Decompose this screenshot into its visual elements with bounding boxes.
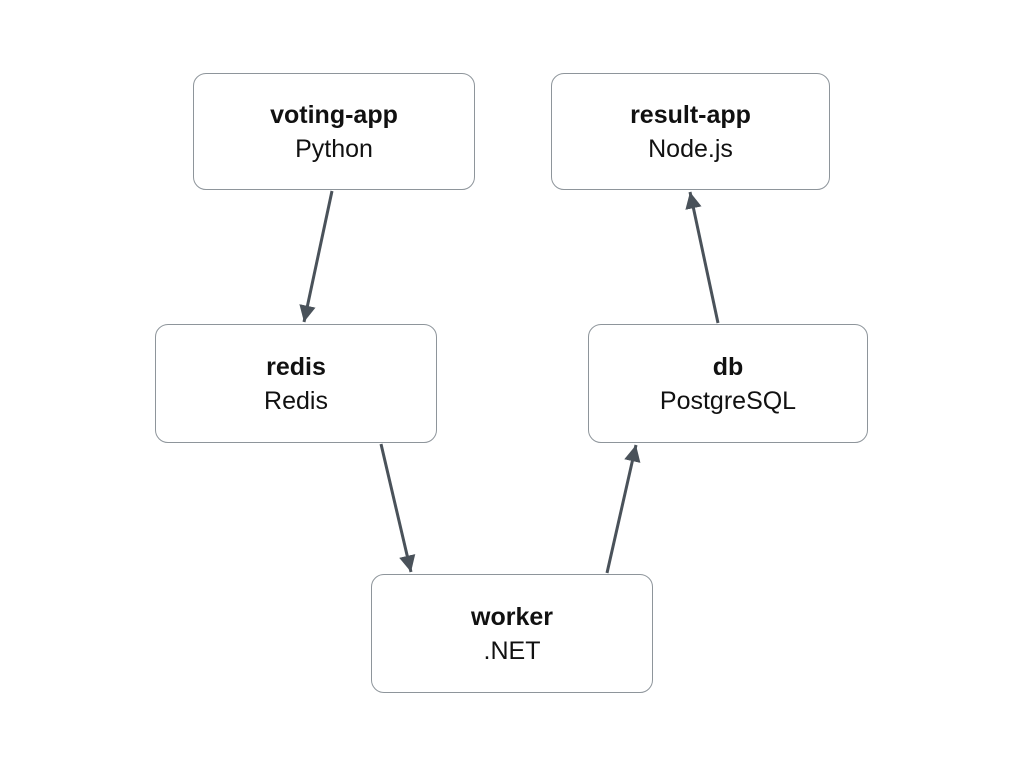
edge-redis-to-worker xyxy=(379,443,416,573)
node-subtitle: Redis xyxy=(264,386,328,415)
node-subtitle: Node.js xyxy=(648,134,733,163)
node-voting-app[interactable]: voting-app Python xyxy=(193,73,475,190)
edge-db-to-result-app xyxy=(685,191,720,324)
node-result-app[interactable]: result-app Node.js xyxy=(551,73,830,190)
node-db[interactable]: db PostgreSQL xyxy=(588,324,868,443)
node-title: db xyxy=(712,352,744,381)
node-subtitle: Python xyxy=(295,134,373,163)
node-subtitle: PostgreSQL xyxy=(659,386,797,415)
node-title: worker xyxy=(471,602,553,631)
edge-worker-to-db xyxy=(605,444,641,574)
node-title: redis xyxy=(266,352,326,381)
node-redis[interactable]: redis Redis xyxy=(155,324,437,443)
edge-voting-app-to-redis xyxy=(299,190,334,323)
node-subtitle: .NET xyxy=(483,636,541,665)
node-title: result-app xyxy=(630,100,751,129)
node-title: voting-app xyxy=(270,100,398,129)
node-worker[interactable]: worker .NET xyxy=(371,574,653,693)
